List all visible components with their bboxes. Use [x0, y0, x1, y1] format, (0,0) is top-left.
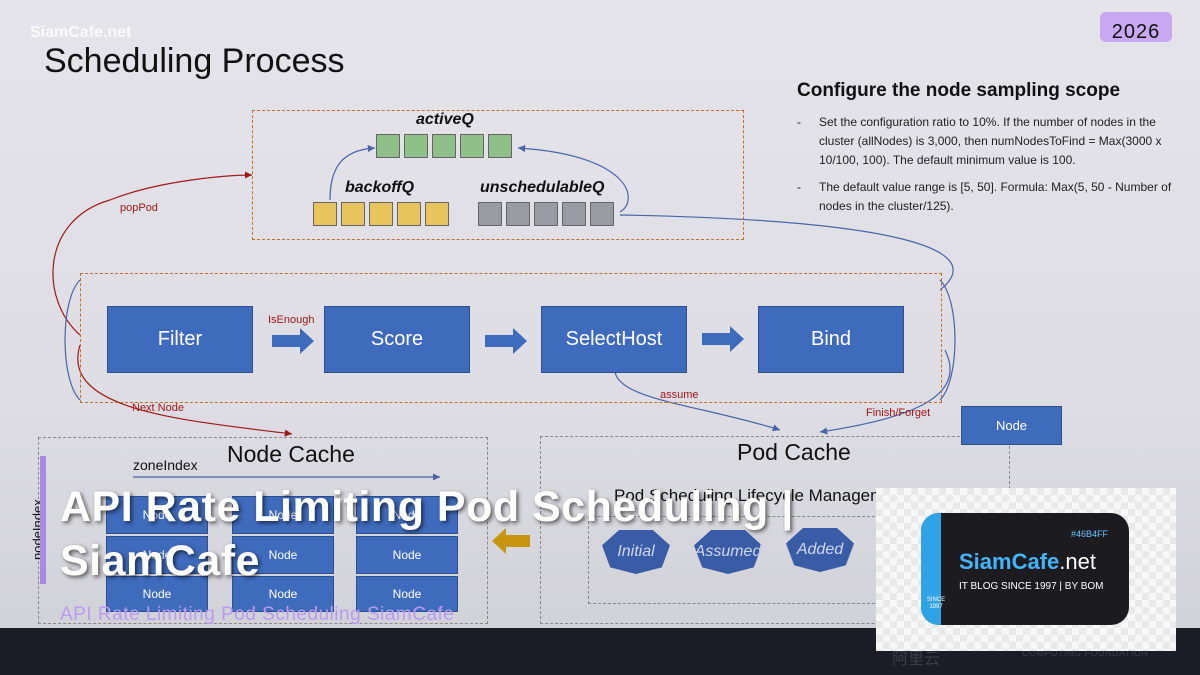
zone-index-label: zoneIndex: [133, 457, 198, 473]
overlay-title: API Rate Limiting Pod Scheduling | SiamC…: [60, 483, 794, 585]
logo-stripe: [921, 513, 941, 625]
arrow-filter-score: [272, 328, 314, 354]
state-initial: Initial: [602, 530, 670, 574]
step-area: [80, 273, 942, 403]
activeq-queue: [376, 134, 516, 160]
state-assumed: Assumed: [694, 530, 762, 574]
queue-cell: [425, 202, 449, 226]
step-score: Score: [324, 306, 470, 373]
logo-name: SiamCafe.net: [959, 549, 1096, 575]
node-cell: Node: [232, 576, 334, 612]
queue-cell: [397, 202, 421, 226]
queue-cell: [404, 134, 428, 158]
queue-cell: [562, 202, 586, 226]
finish-forget-label: Finish/Forget: [866, 407, 931, 419]
pod-cache-title: Pod Cache: [737, 439, 851, 465]
siamcafe-logo: SINCE 1997 #46B4FF SiamCafe.net IT BLOG …: [921, 513, 1129, 625]
step-selecthost: SelectHost: [541, 306, 687, 373]
node-cell: Node: [106, 536, 208, 574]
arrow-select-bind: [702, 326, 744, 352]
config-item: Set the configuration ratio to 10%. If t…: [797, 113, 1182, 170]
step-filter: Filter: [107, 306, 253, 373]
queue-cell: [376, 134, 400, 158]
state-added: Added: [786, 528, 854, 572]
poppod-label: popPod: [120, 202, 158, 214]
arrow-score-select: [485, 328, 527, 354]
config-title: Configure the node sampling scope: [797, 80, 1121, 101]
backoffq-label: backoffQ: [345, 179, 415, 196]
logo-name-suffix: .net: [1059, 549, 1096, 574]
queue-cell: [313, 202, 337, 226]
lifecycle-title: Pod Scheduling Lifecycle Management: [614, 486, 908, 505]
queue-cell: [506, 202, 530, 226]
node-cell: Node: [232, 496, 334, 534]
backoffq-queue: [313, 202, 453, 228]
assume-label: assume: [660, 389, 699, 401]
watermark: SiamCafe.net: [30, 24, 132, 41]
node-cell: Node: [356, 536, 458, 574]
queue-cell: [369, 202, 393, 226]
node-cell: Node: [356, 496, 458, 534]
config-list: Set the configuration ratio to 10%. If t…: [797, 113, 1182, 224]
arrow-pod-to-node: [492, 528, 530, 554]
queue-cell: [478, 202, 502, 226]
queue-cell: [341, 202, 365, 226]
queue-cell: [460, 134, 484, 158]
node-cache-title: Node Cache: [227, 441, 355, 467]
next-node-label: Next Node: [132, 402, 184, 414]
queue-cell: [488, 134, 512, 158]
node-cell: Node: [106, 496, 208, 534]
logo-tagline: IT BLOG SINCE 1997 | BY BOM: [959, 581, 1104, 592]
node-cell: Node: [232, 536, 334, 574]
unschedulableq-label: unschedulableQ: [480, 179, 605, 196]
title-accent-bar: [40, 456, 46, 584]
queue-cell: [432, 134, 456, 158]
logo-name-main: SiamCafe: [959, 549, 1060, 574]
queue-cell: [590, 202, 614, 226]
since-badge: SINCE 1997: [926, 597, 946, 610]
footer-right-logo: COMPUTING FOUNDATION: [1022, 648, 1149, 658]
node-cell: Node: [356, 576, 458, 612]
logo-hex: #46B4FF: [1071, 529, 1109, 539]
queue-area: [252, 110, 744, 240]
node-cell: Node: [106, 576, 208, 612]
slide-title: Scheduling Process: [44, 42, 345, 80]
footer-left-logo: 阿里云: [892, 651, 941, 668]
overlay-subtitle: API Rate Limiting Pod Scheduling SiamCaf…: [60, 604, 455, 625]
year-badge: 2026: [1100, 12, 1172, 43]
unschedulableq-queue: [478, 202, 618, 228]
step-bind: Bind: [758, 306, 904, 373]
isenough-label: IsEnough: [268, 314, 315, 326]
config-item: The default value range is [5, 50]. Form…: [797, 178, 1182, 216]
queue-cell: [534, 202, 558, 226]
floating-node: Node: [961, 406, 1062, 445]
logo-card: SINCE 1997 #46B4FF SiamCafe.net IT BLOG …: [876, 488, 1176, 651]
node-cache-area: [38, 437, 488, 624]
activeq-label: activeQ: [416, 111, 474, 128]
